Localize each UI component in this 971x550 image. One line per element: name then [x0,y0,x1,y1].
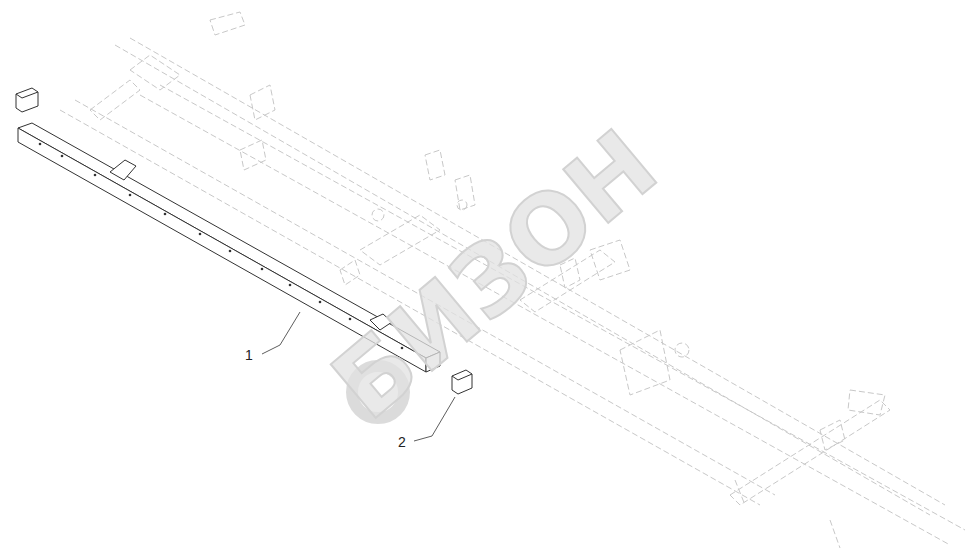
callout-number: 2 [398,435,406,449]
callout-number: 1 [245,348,253,362]
watermark: БИЗОН [317,115,673,435]
